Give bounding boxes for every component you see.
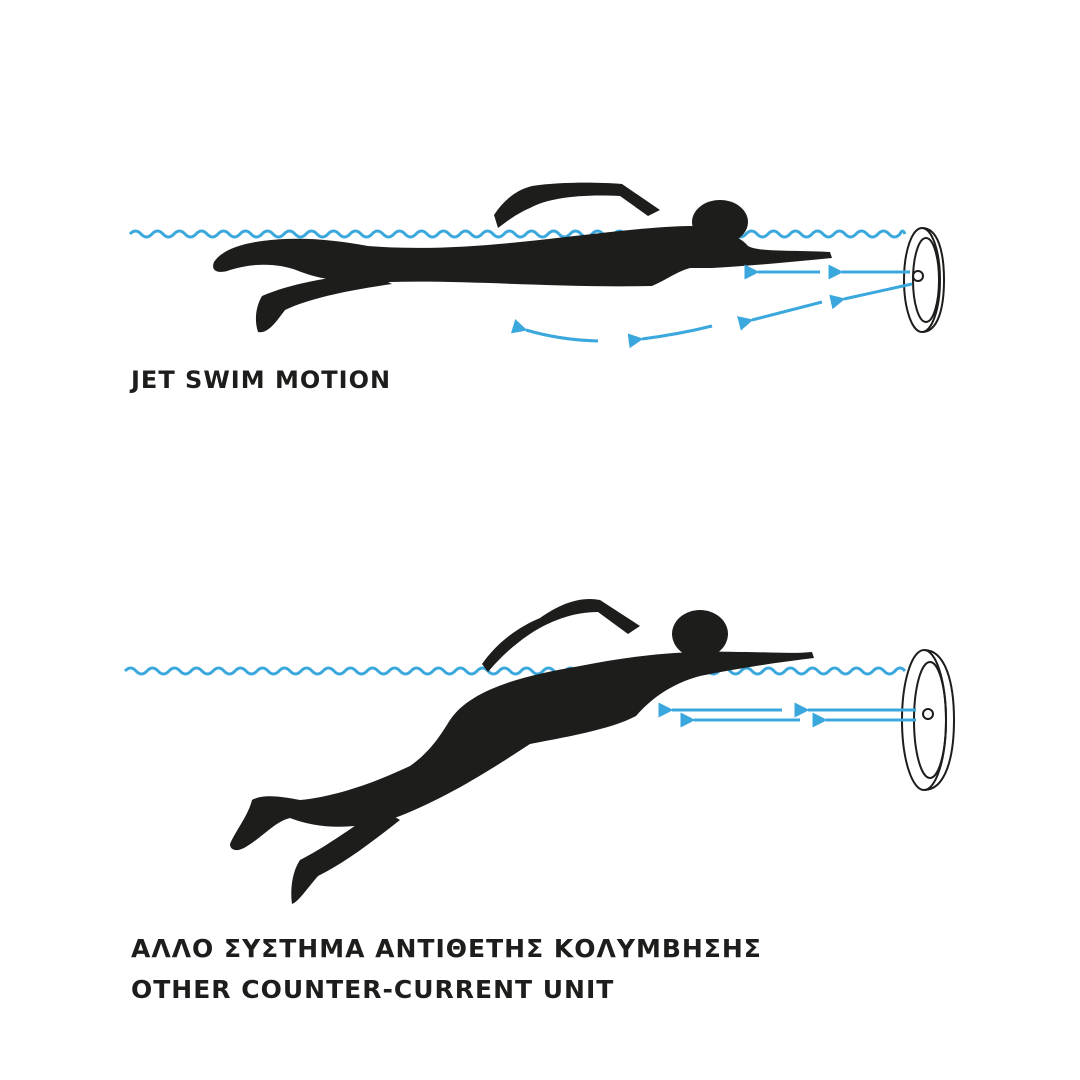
panel-other-counter-current-unit <box>123 598 956 904</box>
water-wave-line <box>128 229 907 239</box>
caption-jet-swim-motion: JET SWIM MOTION <box>131 366 392 394</box>
flow-arrow-icon <box>737 300 823 331</box>
flow-arrow-icon <box>829 282 913 310</box>
caption-other-counter-current-unit: OTHER COUNTER-CURRENT UNIT <box>131 975 615 1004</box>
jet-unit-icon <box>903 227 946 333</box>
caption-greek: ΑΛΛΟ ΣΥΣΤΗΜΑ ΑΝΤΙΘΕΤΗΣ ΚΟΛΥΜΒΗΣΗΣ <box>131 934 762 963</box>
flow-arrows <box>510 264 913 349</box>
panel-jet-swim-motion <box>128 182 946 349</box>
flow-arrows <box>658 702 916 728</box>
flow-arrow-icon <box>510 318 599 343</box>
swimmer-silhouette-icon <box>213 182 832 333</box>
swimmer-silhouette-icon <box>230 598 814 904</box>
water-wave-line <box>123 666 907 676</box>
flow-arrow-icon <box>627 324 713 349</box>
